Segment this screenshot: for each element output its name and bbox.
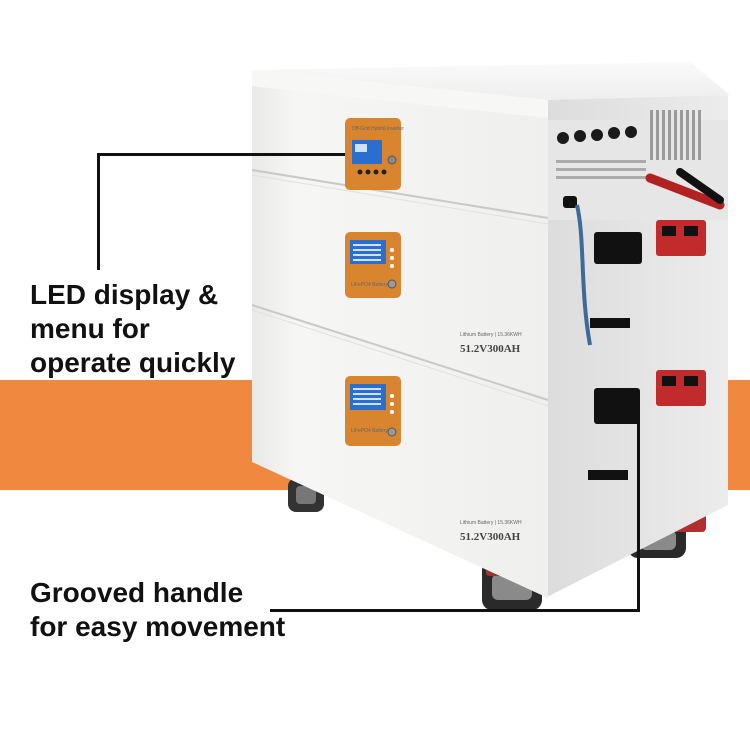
handle-callout-line-v [637, 406, 640, 612]
cabinet-front [252, 86, 548, 598]
battery-module-1-panel: LiFePO4 Battery [345, 232, 401, 298]
display-callout-line-v [97, 153, 100, 270]
module-1-spec-small: Lithium Battery | 15.36KWH [460, 332, 522, 338]
cabinet-top [252, 62, 730, 100]
module-2-spec: 51.2V300AH [460, 531, 521, 543]
display-callout-line-3: operate quickly [30, 347, 236, 378]
display-callout-line-2: menu for [30, 313, 150, 344]
module-2-brand: LiFePO4 Battery [351, 428, 388, 434]
inverter-rear-panel [548, 110, 728, 220]
handle-callout-line-2: for easy movement [30, 611, 286, 642]
handle-callout-line-1: Grooved handle [30, 577, 244, 608]
display-callout-line-h [97, 153, 345, 156]
module-2-spec-small: Lithium Battery | 15.36KWH [460, 520, 522, 526]
module-1-brand: LiFePO4 Battery [351, 282, 388, 288]
handle-callout-line-h [270, 609, 640, 612]
handle-callout-text: Grooved handle for easy movement [30, 576, 285, 644]
module-1-spec: 51.2V300AH [460, 343, 521, 355]
inverter-label: Off-Grid Hybrid Inverter [352, 126, 404, 132]
inverter-control-panel: Off-Grid Hybrid Inverter [345, 118, 404, 190]
battery-module-2-panel: LiFePO4 Battery [345, 376, 401, 446]
display-callout-line-1: LED display & [30, 279, 219, 310]
battery-module-1-side [575, 204, 706, 346]
display-callout-text: LED display & menu for operate quickly [30, 278, 235, 380]
battery-module-2-side [588, 370, 706, 480]
